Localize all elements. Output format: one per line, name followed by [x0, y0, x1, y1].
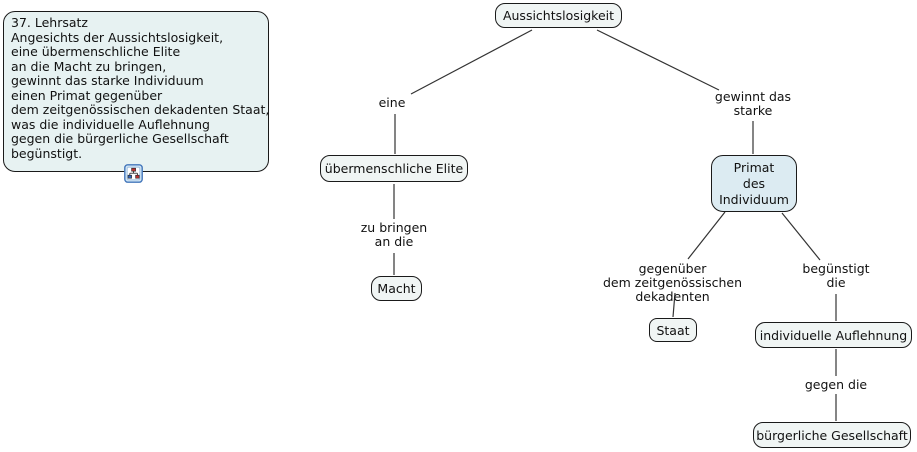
- link-label-zu-bringen-an-die[interactable]: zu bringen an die: [360, 220, 428, 249]
- connector-line: [596, 29, 720, 91]
- connector-line: [687, 211, 726, 260]
- connector-line: [410, 29, 533, 95]
- node-primat-des-individuum[interactable]: Primat des Individuum: [711, 155, 797, 212]
- node-individuelle-auflehnung[interactable]: individuelle Auflehnung: [755, 322, 912, 348]
- link-label-gegen-die[interactable]: gegen die: [804, 377, 868, 392]
- annotation-text-box[interactable]: 37. Lehrsatz Angesichts der Aussichtslos…: [3, 11, 269, 172]
- link-label-beguenstigt-die[interactable]: begünstigt die: [802, 261, 870, 290]
- connector-line: [672, 292, 676, 318]
- node-staat[interactable]: Staat: [649, 318, 697, 342]
- node-aussichtslosigkeit[interactable]: Aussichtslosigkeit: [495, 3, 622, 28]
- link-label-eine[interactable]: eine: [378, 95, 406, 110]
- concept-map-link-icon[interactable]: [124, 164, 143, 183]
- node-buergerliche-gesellschaft[interactable]: bürgerliche Gesellschaft: [753, 422, 911, 448]
- node-uebermenschliche-elite[interactable]: übermenschliche Elite: [320, 155, 468, 182]
- node-macht[interactable]: Macht: [371, 276, 422, 301]
- connector-line: [781, 212, 821, 261]
- link-label-gegenueber-dem-zeitgenoessischen-dekadenten[interactable]: gegenüber dem zeitgenössischen dekadente…: [602, 261, 742, 304]
- link-label-gewinnt-das-starke[interactable]: gewinnt das starke: [714, 89, 792, 118]
